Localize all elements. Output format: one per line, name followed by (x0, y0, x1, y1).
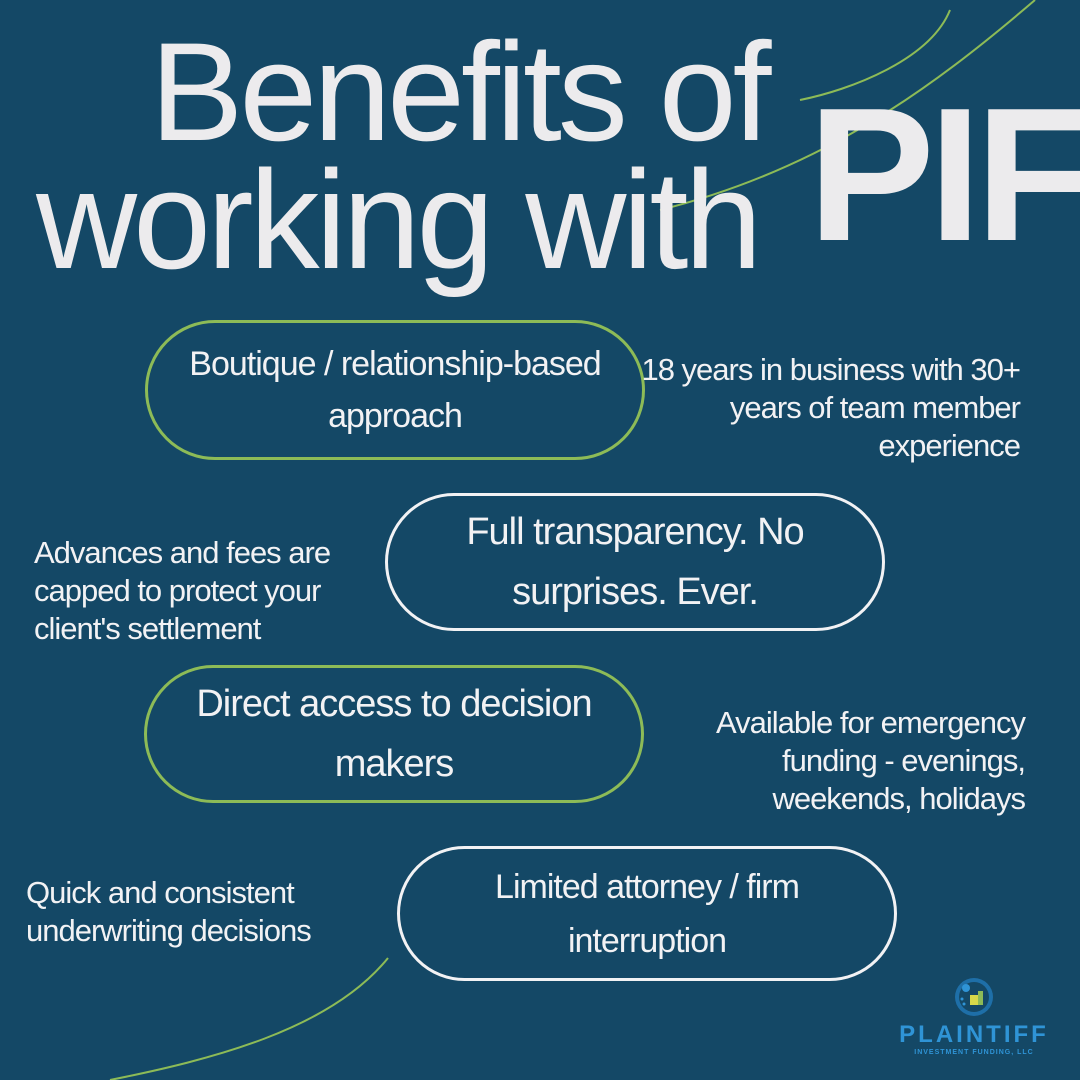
title-brand: PIF (808, 69, 1080, 281)
logo-subtitle: INVESTMENT FUNDING, LLC (914, 1049, 1034, 1056)
benefit-pill-transparency: Full transparency. No surprises. Ever. (385, 493, 885, 631)
benefit-pill-text: Limited attorney / firm interruption (495, 867, 800, 960)
benefit-text-emergency-funding: Available for emergency funding - evenin… (716, 705, 1026, 816)
benefit-text-underwriting: Quick and consistent underwriting decisi… (26, 875, 312, 948)
title-line-1: Benefits of (150, 13, 772, 170)
benefit-text-capped-fees: Advances and fees are capped to protect … (34, 535, 331, 646)
logo-wordmark: PLAINTIFF (899, 1021, 1049, 1048)
benefit-pill-direct-access: Direct access to decision makers (144, 665, 644, 803)
benefit-pill-boutique: Boutique / relationship-based approach (145, 320, 645, 460)
benefit-pill-limited-interruption: Limited attorney / firm interruption (397, 846, 897, 981)
company-logo: PLAINTIFF INVESTMENT FUNDING, LLC (894, 975, 1054, 1065)
decorative-curve-bottom (109, 957, 389, 1080)
benefit-pill-text: Boutique / relationship-based approach (189, 345, 601, 435)
title-line-2: working with (36, 141, 762, 298)
benefit-pill-text: Direct access to decision makers (196, 683, 592, 785)
benefit-text-experience: 18 years in business with 30+ years of t… (641, 352, 1021, 463)
benefit-pill-text: Full transparency. No surprises. Ever. (466, 511, 804, 613)
abstract-person-icon (955, 978, 993, 1016)
